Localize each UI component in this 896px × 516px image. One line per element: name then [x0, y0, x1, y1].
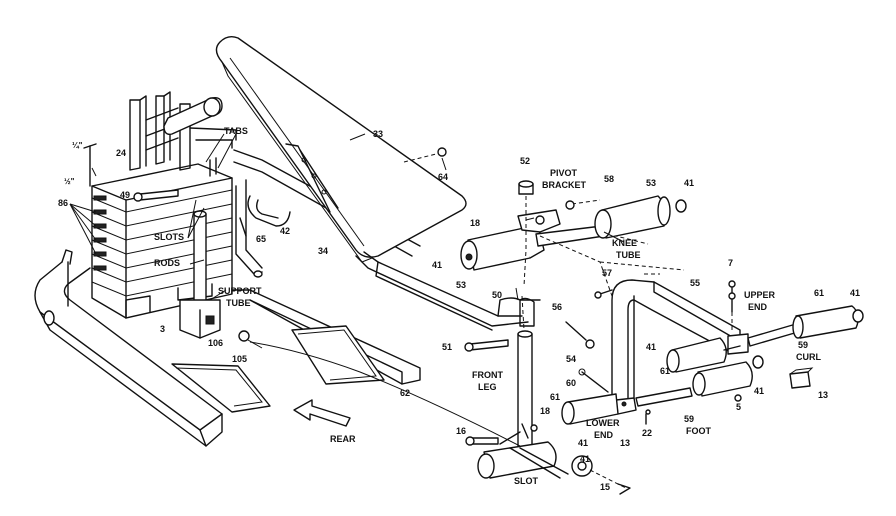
rods — [83, 143, 217, 202]
rear-arrow-icon — [293, 399, 351, 427]
label-7: 7 — [728, 258, 733, 268]
label-front-leg: LEG — [478, 382, 497, 392]
label-49: 49 — [120, 190, 130, 200]
foot-rod-59 — [635, 387, 693, 407]
label-22: 22 — [642, 428, 652, 438]
label-quarter-inch: ¼" — [72, 141, 83, 150]
cable-62 — [238, 330, 521, 447]
label-rods: RODS — [154, 258, 180, 268]
label-55: 55 — [690, 278, 700, 288]
label-13-lower: 13 — [620, 438, 630, 448]
label-knee: KNEE — [612, 238, 637, 248]
label-bracket: BRACKET — [542, 180, 587, 190]
pin-7 — [728, 280, 736, 330]
label-41-curl-cap: 41 — [850, 288, 860, 298]
label-pivot: PIVOT — [550, 168, 578, 178]
label-105: 105 — [232, 354, 247, 364]
label-34: 34 — [318, 246, 328, 256]
cap-13 — [789, 367, 814, 389]
backrest-pad — [215, 35, 467, 263]
label-51: 51 — [442, 342, 452, 352]
label-front: FRONT — [472, 370, 503, 380]
labels: 33 24 ¼" ½" 86 49 TABS SLOTS RODS 42 65 … — [58, 126, 860, 492]
label-13-cap: 13 — [818, 390, 828, 400]
label-56: 56 — [552, 302, 562, 312]
bolt-51 — [464, 339, 509, 352]
label-15: 15 — [600, 482, 610, 492]
roller-upper-61 — [666, 337, 741, 373]
label-curl: CURL — [796, 352, 821, 362]
label-lower-end: END — [594, 430, 614, 440]
label-3: 3 — [160, 324, 165, 334]
label-41-right-cap: 41 — [684, 178, 694, 188]
leader-lines — [69, 133, 625, 301]
cap-41 — [675, 199, 687, 213]
label-upper: UPPER — [744, 290, 776, 300]
label-knee-tube: TUBE — [616, 250, 641, 260]
pivot-bracket — [517, 209, 561, 233]
label-54: 54 — [566, 354, 576, 364]
label-59-foot: 59 — [684, 414, 694, 424]
label-41-left: 41 — [432, 260, 442, 270]
foot-plate-left — [171, 363, 271, 413]
label-33: 33 — [373, 129, 383, 139]
label-24: 24 — [116, 148, 126, 158]
label-52: 52 — [520, 156, 530, 166]
foot-plate-right — [291, 325, 385, 385]
label-upper-end: END — [748, 302, 768, 312]
label-support: SUPPORT — [218, 286, 262, 296]
bolt-58 — [565, 199, 601, 210]
label-foot: FOOT — [686, 426, 711, 436]
seat-frame — [355, 251, 541, 331]
label-16: 16 — [456, 426, 466, 436]
cap-15 — [571, 455, 631, 495]
label-62: 62 — [400, 388, 410, 398]
label-64: 64 — [438, 172, 448, 182]
label-61-roller: 61 — [660, 366, 670, 376]
seat-bracket — [247, 195, 291, 227]
label-slots: SLOTS — [154, 232, 184, 242]
label-18-bottom: 18 — [540, 406, 550, 416]
label-support-tube: TUBE — [226, 298, 251, 308]
label-42: 42 — [280, 226, 290, 236]
support-tube — [179, 210, 221, 339]
label-50: 50 — [492, 290, 502, 300]
label-tabs: TABS — [224, 126, 248, 136]
stack-top-frame — [129, 91, 237, 171]
label-5: 5 — [736, 402, 741, 412]
label-53-right: 53 — [646, 178, 656, 188]
label-41-base: 41 — [580, 454, 590, 464]
front-leg — [477, 297, 569, 479]
bolt-16 — [465, 436, 499, 446]
pin-64 — [403, 147, 447, 163]
label-53-left: 53 — [456, 280, 466, 290]
cap-52 — [518, 180, 534, 195]
label-59-curl: 59 — [798, 340, 808, 350]
roller-lower-61 — [692, 355, 764, 397]
label-half-inch: ½" — [64, 177, 75, 186]
label-41-foot: 41 — [578, 438, 588, 448]
small-parts — [565, 289, 742, 425]
label-41-roller-cap: 41 — [754, 386, 764, 396]
label-18-top: 18 — [470, 218, 480, 228]
label-61-curl: 61 — [814, 288, 824, 298]
label-65: 65 — [256, 234, 266, 244]
label-106: 106 — [208, 338, 223, 348]
assembly-lines — [521, 196, 685, 331]
knee-roller-right — [594, 195, 671, 239]
roller-left-61 — [561, 393, 619, 425]
label-58: 58 — [604, 174, 614, 184]
label-61-left: 61 — [550, 392, 560, 402]
label-60: 60 — [566, 378, 576, 388]
label-lower: LOWER — [586, 418, 620, 428]
label-41-roller: 41 — [646, 342, 656, 352]
curl-rod — [747, 305, 864, 347]
label-86: 86 — [58, 198, 68, 208]
label-rear: REAR — [330, 434, 356, 444]
label-slot: SLOT — [514, 476, 539, 486]
label-57: 57 — [602, 268, 612, 278]
knee-roller-left — [460, 225, 545, 271]
